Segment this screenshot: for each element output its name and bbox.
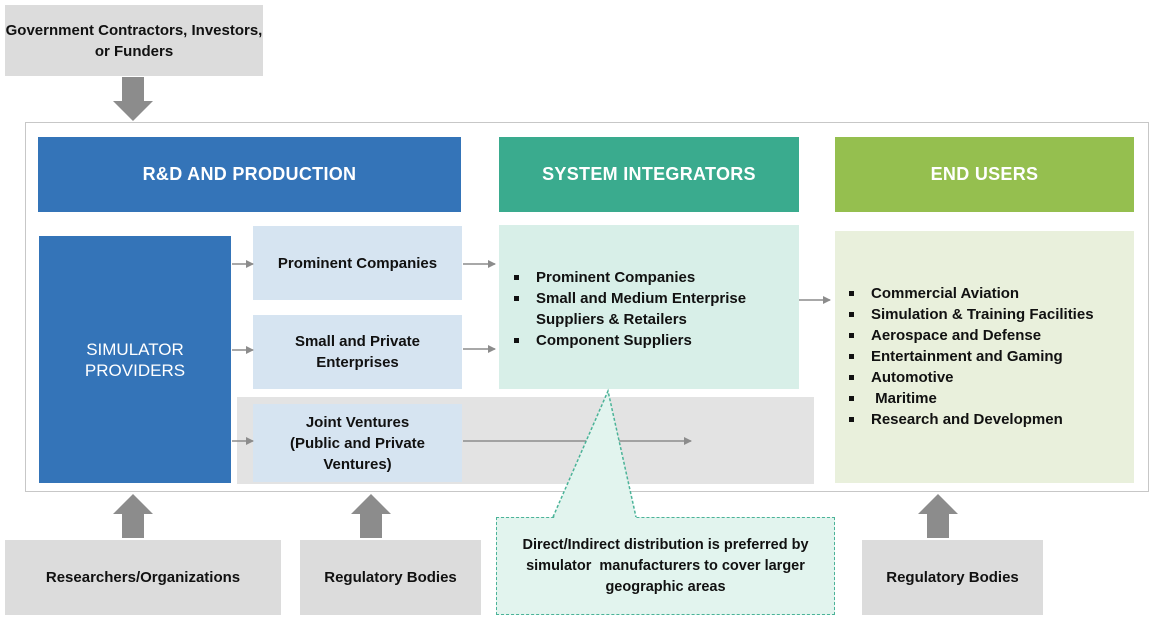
list-item: Component Suppliers (512, 330, 746, 351)
end-users-header-label: END USERS (930, 164, 1039, 184)
researchers-box: Researchers/Organizations (5, 540, 281, 615)
system-integrators-box: Prominent Companies Small and Medium Ent… (499, 225, 799, 389)
end-users-header: END USERS (835, 137, 1134, 212)
down-block-arrow (113, 77, 153, 121)
simulator-providers-box: SIMULATOR PROVIDERS (39, 236, 231, 483)
up-block-arrow (113, 494, 153, 538)
regulatory-bodies-label: Regulatory Bodies (886, 569, 1019, 586)
list-item: Commercial Aviation (847, 283, 1094, 304)
system-integrators-header-label: SYSTEM INTEGRATORS (542, 164, 756, 184)
note-line1: Direct/Indirect distribution is preferre… (522, 536, 809, 553)
rnd-production-header: R&D AND PRODUCTION (38, 137, 461, 212)
list-item: Entertainment and Gaming (847, 346, 1094, 367)
simulator-providers-line1: SIMULATOR (86, 339, 184, 359)
simulator-providers-line2: PROVIDERS (84, 360, 186, 380)
top-source-box: Government Contractors, Investors, or Fu… (5, 5, 263, 76)
end-users-box: Commercial Aviation Simulation & Trainin… (835, 231, 1134, 483)
list-item: Prominent Companies (512, 267, 746, 288)
researchers-label: Researchers/Organizations (45, 569, 241, 586)
producer-label: Enterprises (316, 354, 399, 371)
producer-label: Ventures) (323, 455, 392, 473)
list-item: Automotive (847, 367, 1094, 388)
distribution-note: Direct/Indirect distribution is preferre… (496, 517, 835, 615)
list-item: Maritime (847, 388, 1094, 409)
list-item: Aerospace and Defense (847, 325, 1094, 346)
integrators-list: Prominent Companies Small and Medium Ent… (512, 267, 746, 351)
producer-box-joint-ventures: Joint Ventures (Public and Private Ventu… (253, 404, 462, 482)
regulatory-bodies-label: Regulatory Bodies (324, 569, 457, 586)
regulatory-bodies-box-1: Regulatory Bodies (300, 540, 481, 615)
callout-join (555, 516, 635, 519)
note-line3: geographic areas (605, 578, 726, 595)
producer-box-small-private: Small and Private Enterprises (253, 315, 462, 389)
callout-pointer (551, 388, 637, 518)
producer-label: Prominent Companies (277, 254, 438, 272)
rnd-production-header-label: R&D AND PRODUCTION (142, 164, 357, 184)
list-item: Simulation & Training Facilities (847, 304, 1094, 325)
top-source-label-line2: or Funders (94, 42, 174, 60)
producer-label: (Public and Private (289, 434, 426, 452)
system-integrators-header: SYSTEM INTEGRATORS (499, 137, 799, 212)
regulatory-bodies-box-2: Regulatory Bodies (862, 540, 1043, 615)
up-block-arrow (918, 494, 958, 538)
end-users-list: Commercial Aviation Simulation & Trainin… (847, 283, 1094, 430)
list-item: Research and Developmen (847, 409, 1094, 430)
note-line2: simulator manufacturers to cover larger (526, 557, 805, 574)
producer-label: Small and Private (294, 333, 421, 350)
top-source-label-line1: Government Contractors, Investors, (5, 21, 263, 39)
up-block-arrow (351, 494, 391, 538)
producer-label: Joint Ventures (305, 413, 410, 431)
producer-box-prominent: Prominent Companies (253, 226, 462, 300)
